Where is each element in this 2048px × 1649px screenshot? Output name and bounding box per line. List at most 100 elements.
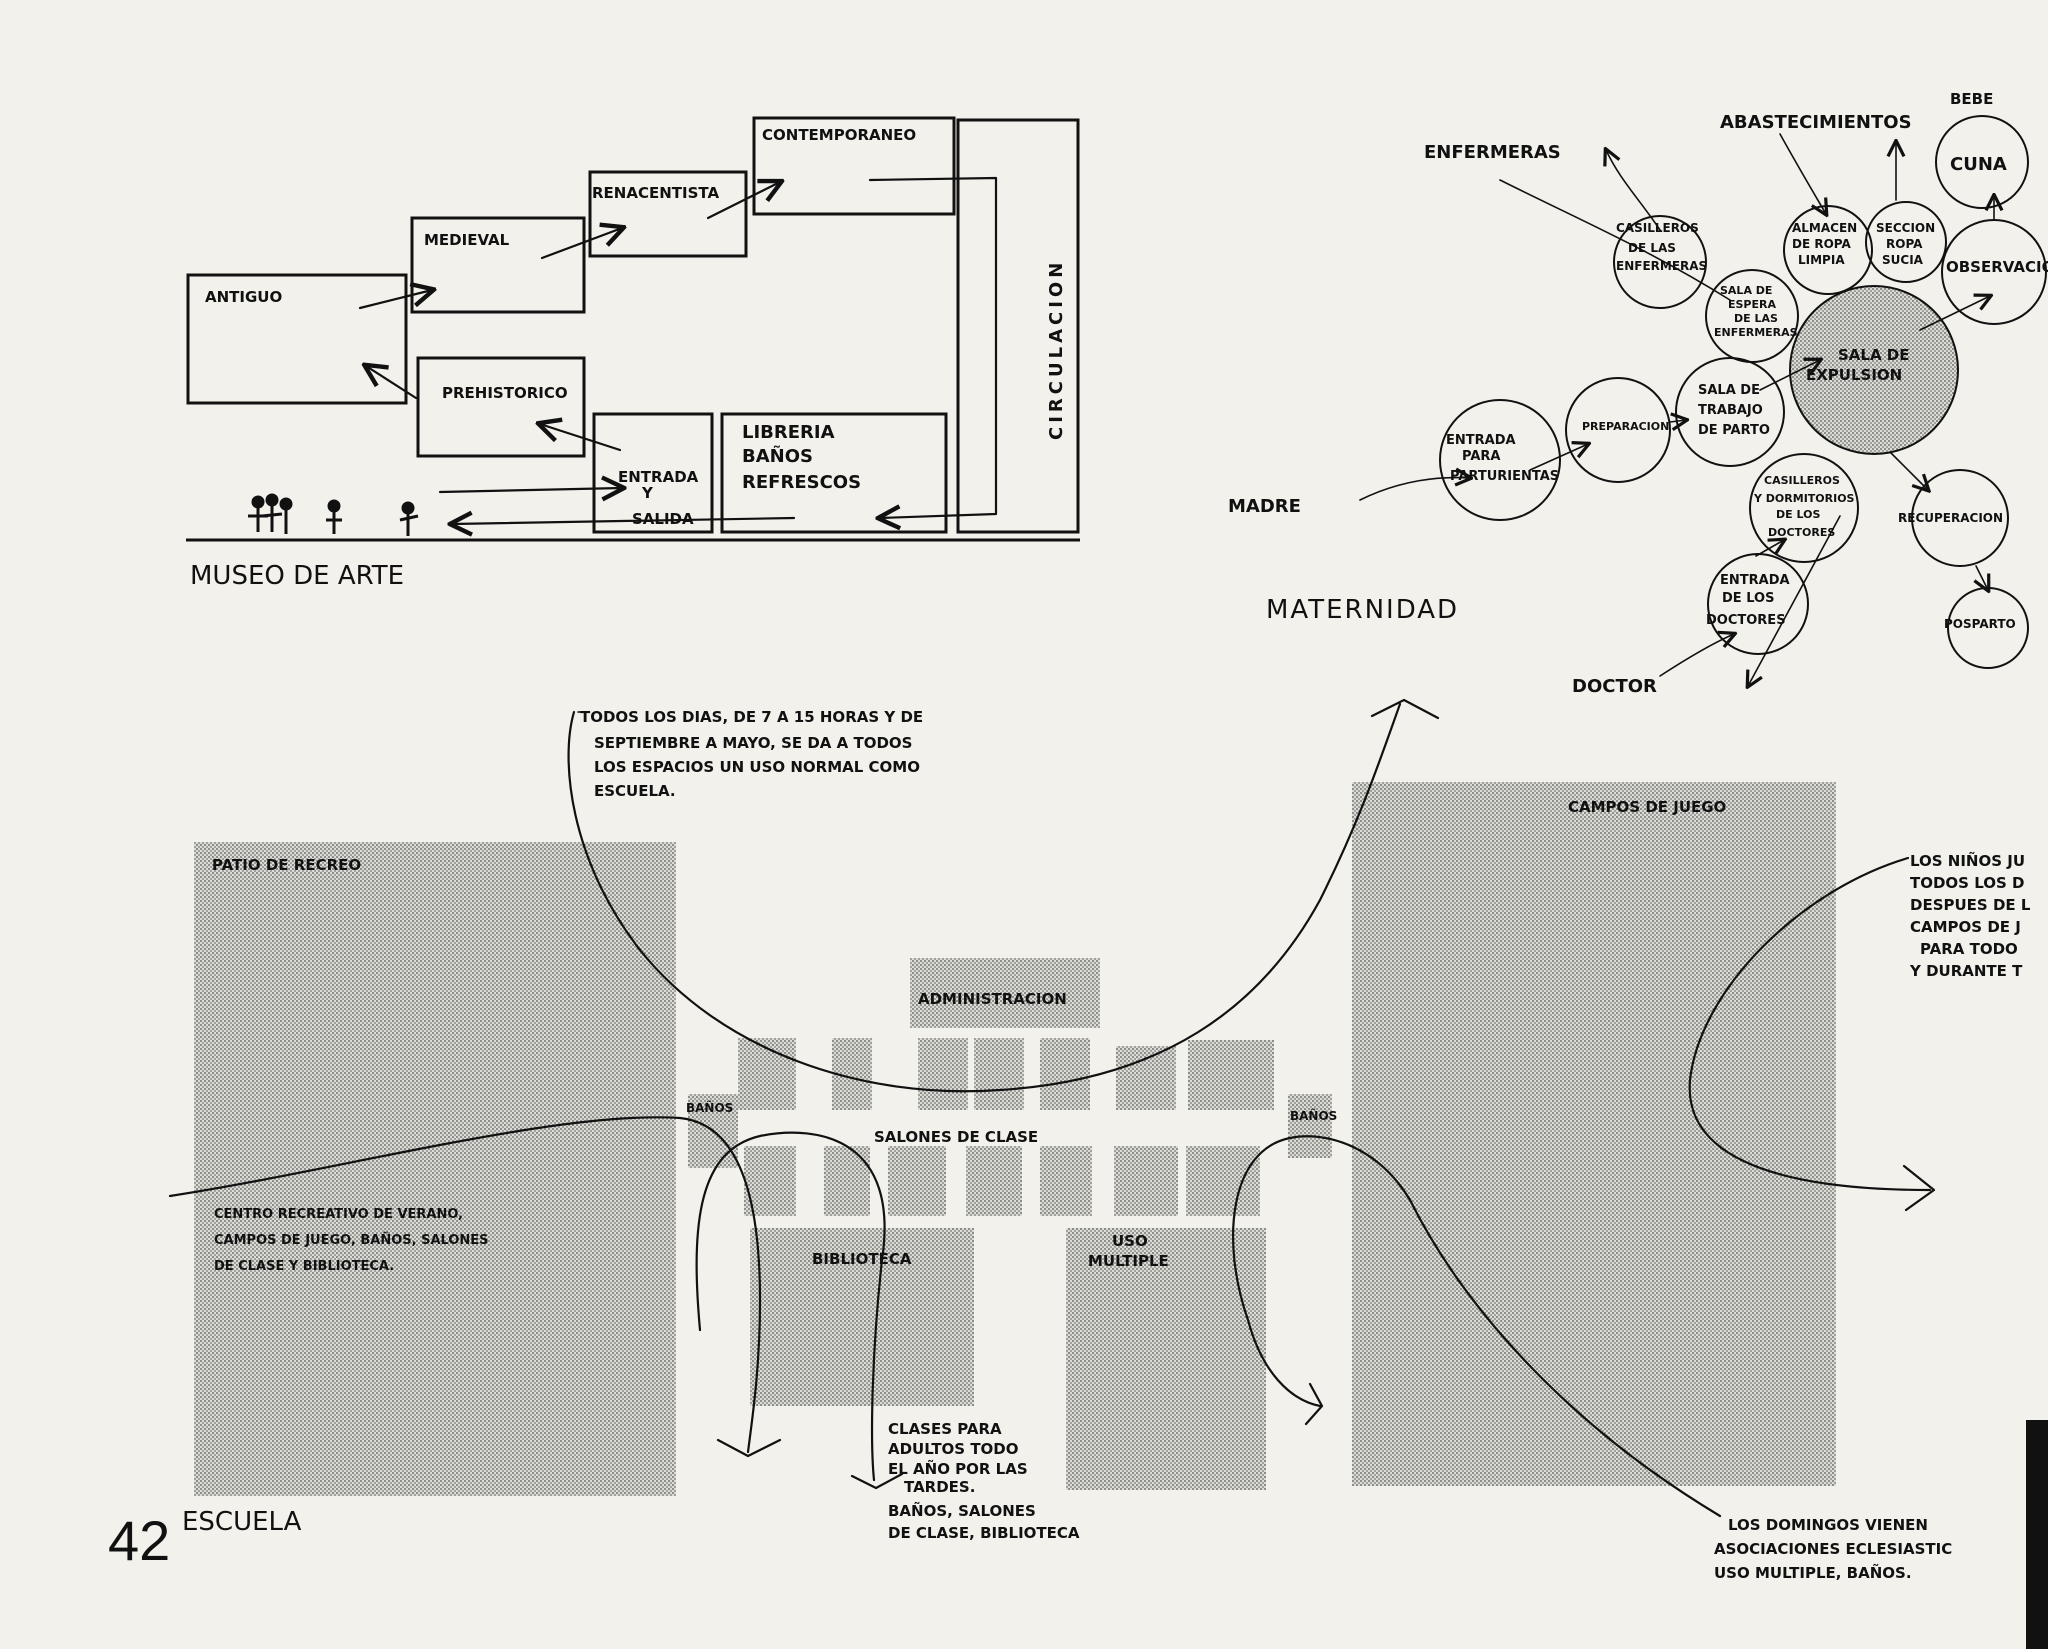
note-sunday-line: LOS DOMINGOS VIENEN [1728, 1516, 1928, 1534]
label-posparto: POSPARTO [1944, 617, 2016, 631]
label-sala-espera-1: SALA DE [1720, 284, 1772, 297]
label-seccion-1: SECCION [1876, 221, 1935, 235]
maternidad-diagram: ENFERMERAS ABASTECIMIENTOS BEBE CUNA OBS… [1228, 90, 2048, 697]
label-enfermeras: ENFERMERAS [1424, 142, 1561, 163]
arrow-adults [850, 1472, 904, 1490]
note-bottom-line: CLASES PARA [888, 1420, 1002, 1438]
note-bottom: CLASES PARA ADULTOS TODO EL AÑO POR LAS … [888, 1420, 1080, 1542]
curve-children [1688, 856, 1932, 1192]
note-left: CENTRO RECREATIVO DE VERANO, CAMPOS DE J… [214, 1207, 489, 1274]
curve-sunday [1232, 1135, 1722, 1518]
flow-entrada-preparacion [1529, 444, 1588, 471]
flow-preparacion-trabajo [1669, 420, 1686, 422]
label-sala-trabajo-3: DE PARTO [1698, 423, 1770, 438]
label-casilleros-doc-1: CASILLEROS [1764, 474, 1840, 487]
room-circulacion [956, 118, 1080, 534]
label-banos: BAÑOS [742, 444, 813, 467]
label-observacion: OBSERVACION [1946, 258, 2048, 276]
label-doctor: DOCTOR [1572, 676, 1657, 697]
label-casilleros-doc-3: DE LOS [1776, 508, 1820, 521]
maternidad-title: MATERNIDAD [1266, 595, 1459, 625]
label-abastecimientos: ABASTECIMIENTOS [1720, 112, 1912, 133]
flow-doctor-entrada [1659, 634, 1734, 677]
label-salida: SALIDA [632, 510, 694, 528]
area-banos-right [1288, 1094, 1332, 1158]
flow-in [438, 488, 622, 492]
label-campos: CAMPOS DE JUEGO [1568, 798, 1726, 816]
node-seccion [1865, 201, 1947, 283]
label-recuperacion: RECUPERACION [1898, 511, 2003, 525]
flow-abast-almacen [1779, 133, 1826, 214]
flow-casilleros-enfermeras [1606, 150, 1661, 231]
note-top-line: ESCUELA. [594, 782, 676, 800]
visitor-figures [248, 493, 419, 536]
label-medieval: MEDIEVAL [424, 231, 510, 249]
label-banos-right: BAÑOS [1290, 1108, 1337, 1123]
curve-school-year [567, 702, 1402, 1093]
label-libreria: LIBRERIA [742, 422, 835, 443]
label-entrada-part-1: ENTRADA [1446, 433, 1516, 448]
label-almacen-1: ALMACEN [1792, 221, 1857, 235]
curve-summer [168, 1116, 762, 1454]
label-contemporaneo: CONTEMPORANEO [762, 126, 916, 144]
museo-title: MUSEO DE ARTE [190, 561, 404, 591]
label-prehistorico: PREHISTORICO [442, 384, 568, 402]
note-bottom-line: ADULTOS TODO [888, 1440, 1019, 1458]
label-casilleros-doc-4: DOCTORES [1768, 526, 1835, 539]
label-sala-trabajo-2: TRABAJO [1698, 403, 1763, 418]
node-recuperacion [1911, 469, 2009, 567]
label-entrada-doc-2: DE LOS [1722, 591, 1774, 606]
arrow-children [1902, 1164, 1936, 1212]
flow-medieval-renacentista [540, 228, 622, 260]
note-sunday-line: USO MULTIPLE, BAÑOS. [1714, 1563, 1912, 1582]
note-right-line: PARA TODO [1920, 940, 2018, 958]
area-campos-juego [1352, 782, 1836, 1486]
label-biblioteca: BIBLIOTECA [812, 1250, 912, 1268]
flow-exp-obs [1919, 296, 1990, 331]
node-sala-expulsion [1789, 285, 1959, 455]
area-patio-recreo [194, 842, 676, 1496]
note-right-line: CAMPOS DE J [1910, 918, 2021, 936]
node-cuna [1935, 115, 2029, 209]
label-seccion-3: SUCIA [1882, 253, 1924, 267]
label-antiguo: ANTIGUO [205, 288, 282, 306]
label-sala-espera-3: DE LAS [1734, 312, 1778, 325]
flow-casilleros-down [1748, 515, 1841, 686]
flow-enf-espera [1499, 179, 1731, 301]
label-casilleros-enf-1: CASILLEROS [1616, 221, 1699, 235]
node-preparacion [1565, 377, 1671, 483]
room-antiguo [186, 273, 408, 405]
label-entrada-part-2: PARA [1462, 449, 1500, 464]
area-biblioteca [750, 1228, 974, 1406]
note-left-line: CAMPOS DE JUEGO, BAÑOS, SALONES [214, 1232, 489, 1248]
label-refrescos: REFRESCOS [742, 472, 861, 493]
note-left-line: DE CLASE Y BIBLIOTECA. [214, 1259, 394, 1274]
flow-entrada-prehistorico [540, 424, 622, 452]
book-binding-edge [2026, 1420, 2048, 1649]
room-renacentista [588, 170, 748, 258]
page-number: 42 [108, 1509, 170, 1572]
label-banos-left: BAÑOS [686, 1100, 733, 1115]
arrow-summer [716, 1438, 782, 1458]
label-cuna: CUNA [1950, 154, 2007, 175]
label-bebe: BEBE [1950, 90, 1993, 108]
label-renacentista: RENACENTISTA [592, 184, 719, 202]
note-bottom-line: DE CLASE, BIBLIOTECA [888, 1524, 1080, 1542]
node-sala-trabajo [1675, 357, 1785, 467]
note-right-line: LOS NIÑOS JU [1910, 851, 2025, 870]
flow-recup-posparto [1976, 565, 1988, 590]
escuela-title: ESCUELA [182, 1507, 302, 1537]
label-sala-trabajo-1: SALA DE [1698, 383, 1760, 398]
flow-exp-recup [1889, 451, 1928, 490]
label-sala-expulsion-2: EXPULSION [1806, 366, 1902, 384]
note-right: LOS NIÑOS JU TODOS LOS D DESPUES DE L CA… [1909, 851, 2031, 980]
flow-contemporaneo-circulacion [868, 176, 998, 518]
classroom-grid [738, 1038, 1274, 1216]
label-entrada: ENTRADA [618, 468, 699, 486]
label-salones: SALONES DE CLASE [874, 1128, 1038, 1146]
node-entrada-part [1439, 399, 1561, 521]
label-almacen-3: LIMPIA [1798, 253, 1845, 267]
label-seccion-2: ROPA [1886, 237, 1923, 251]
label-entrada-part-3: PARTURIENTAS [1450, 469, 1559, 484]
